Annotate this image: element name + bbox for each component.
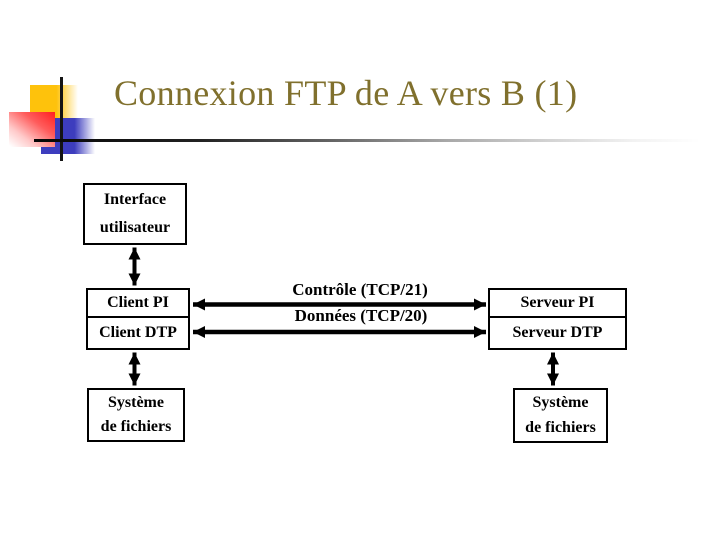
box-serveur-dtp: Serveur DTP	[488, 318, 627, 350]
box-client-pi-label: Client PI	[107, 294, 169, 311]
box-serveur-pi: Serveur PI	[488, 288, 627, 318]
box-client-pi: Client PI	[86, 288, 190, 318]
slide-title: Connexion FTP de A vers B (1)	[114, 73, 578, 113]
box-client-fs-line2: de fichiers	[100, 418, 172, 435]
box-client-file-system: Système de fichiers	[87, 388, 185, 442]
box-interface-line2: utilisateur	[99, 219, 171, 236]
box-client-dtp-label: Client DTP	[99, 324, 177, 341]
box-serveur-dtp-label: Serveur DTP	[512, 324, 603, 341]
box-serveur-pi-label: Serveur PI	[520, 294, 595, 311]
box-client-dtp: Client DTP	[86, 318, 190, 350]
vertical-rule-decoration	[60, 77, 63, 161]
box-serveur-fs-line1: Système	[532, 394, 589, 411]
box-client-fs-line1: Système	[108, 394, 164, 411]
box-serveur-fs-line2: de fichiers	[525, 419, 596, 436]
label-control-connection: Contrôle (TCP/21)	[292, 280, 428, 299]
box-interface-line1: Interface	[103, 191, 167, 208]
box-interface-utilisateur: Interface utilisateur	[83, 183, 187, 245]
box-serveur-file-system: Système de fichiers	[513, 388, 608, 443]
label-data-connection: Données (TCP/20)	[294, 306, 428, 325]
title-underline-rule	[34, 139, 700, 142]
